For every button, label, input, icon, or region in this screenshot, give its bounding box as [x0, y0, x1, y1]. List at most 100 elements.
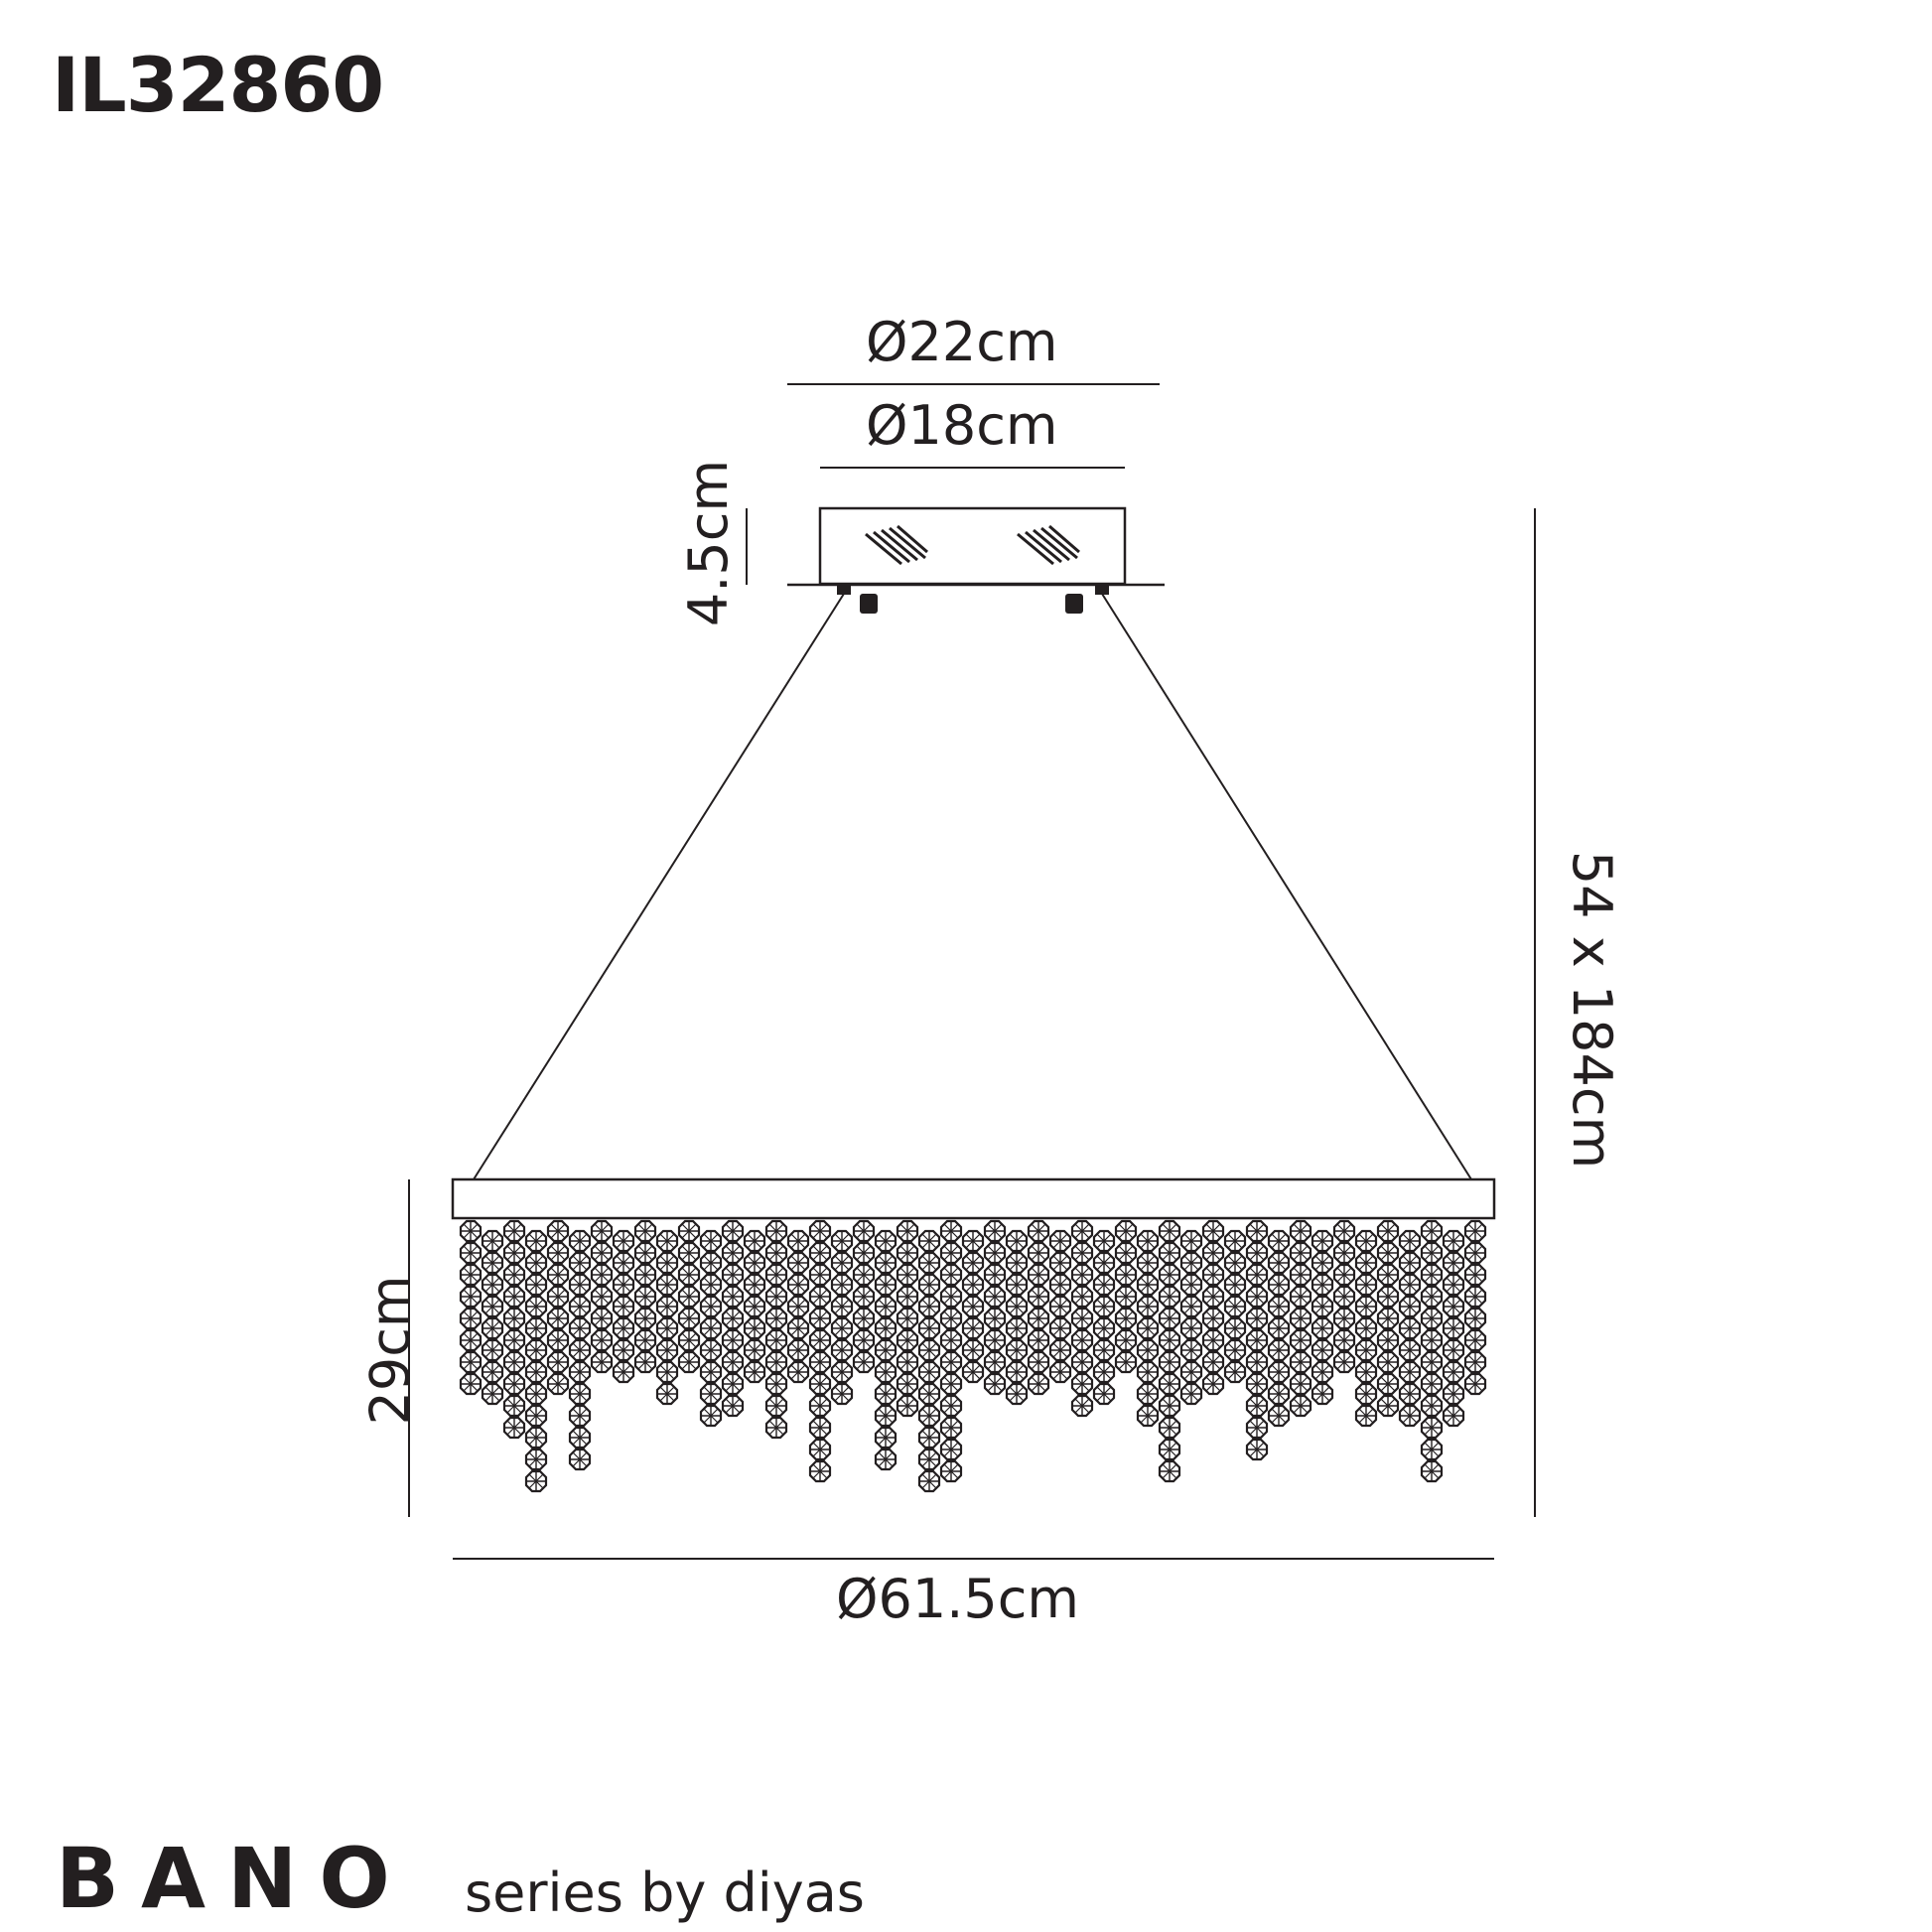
- crystal-bead: [961, 1360, 985, 1384]
- crystal-bead: [786, 1316, 810, 1340]
- crystal-bead: [1398, 1251, 1422, 1275]
- crystal-bead: [1070, 1241, 1094, 1265]
- crystal-bead: [721, 1372, 745, 1396]
- crystal-bead: [1289, 1307, 1312, 1330]
- crystal-bead: [1223, 1251, 1247, 1275]
- crystal-bead: [677, 1307, 701, 1330]
- crystal-bead: [590, 1263, 614, 1287]
- crystal-bead: [1136, 1273, 1160, 1297]
- crystal-bead: [1223, 1338, 1247, 1362]
- crystal-bead: [939, 1350, 963, 1374]
- crystal-bead: [590, 1350, 614, 1374]
- crystal-bead: [721, 1285, 745, 1309]
- crystal-bead: [808, 1372, 832, 1396]
- crystal-bead: [1136, 1360, 1160, 1384]
- crystal-bead: [961, 1273, 985, 1297]
- crystal-bead: [1420, 1394, 1444, 1418]
- crystal-bead: [1114, 1350, 1138, 1374]
- crystal-bead: [961, 1229, 985, 1253]
- crystal-bead: [546, 1350, 570, 1374]
- crystal-bead: [699, 1229, 723, 1253]
- crystal-bead: [1245, 1328, 1269, 1352]
- crystal-bead: [1420, 1285, 1444, 1309]
- crystal-bead: [1201, 1263, 1225, 1287]
- crystal-bead: [699, 1295, 723, 1318]
- crystal-bead: [1070, 1350, 1094, 1374]
- crystal-bead: [1245, 1438, 1269, 1461]
- crystal-bead: [612, 1316, 635, 1340]
- series-name: BANO: [56, 1830, 412, 1927]
- crystal-bead: [896, 1219, 919, 1243]
- crystal-bead: [1354, 1404, 1378, 1428]
- crystal-bead: [896, 1328, 919, 1352]
- crystal-bead: [1136, 1316, 1160, 1340]
- crystal-bead: [961, 1338, 985, 1362]
- crystal-bead: [1332, 1263, 1356, 1287]
- crystal-bead: [1267, 1251, 1291, 1275]
- crystal-bead: [546, 1263, 570, 1287]
- crystal-bead: [677, 1219, 701, 1243]
- crystal-bead: [1376, 1350, 1400, 1374]
- crystal-bead: [917, 1469, 941, 1493]
- crystal-bead: [1289, 1285, 1312, 1309]
- crystal-bead: [1420, 1241, 1444, 1265]
- crystal-bead: [699, 1404, 723, 1428]
- crystal-bead: [1332, 1307, 1356, 1330]
- crystal-bead: [1267, 1229, 1291, 1253]
- crystal-bead: [1223, 1295, 1247, 1318]
- crystal-bead: [1245, 1394, 1269, 1418]
- crystal-bead: [546, 1372, 570, 1396]
- crystal-bead: [1092, 1251, 1116, 1275]
- crystal-bead: [1201, 1307, 1225, 1330]
- crystal-bead: [1092, 1360, 1116, 1384]
- crystal-curtain: [459, 1219, 1487, 1493]
- crystal-bead: [1442, 1229, 1465, 1253]
- crystal-bead: [743, 1316, 766, 1340]
- crystal-bead: [1201, 1350, 1225, 1374]
- crystal-bead: [1420, 1416, 1444, 1440]
- crystal-bead: [1376, 1372, 1400, 1396]
- crystal-bead: [874, 1448, 897, 1471]
- crystal-bead: [1332, 1241, 1356, 1265]
- crystal-bead: [1092, 1316, 1116, 1340]
- canopy-outer-diameter: Ø22cm: [866, 311, 1058, 373]
- crystal-bead: [1376, 1285, 1400, 1309]
- crystal-bead: [1354, 1316, 1378, 1340]
- crystal-bead: [546, 1328, 570, 1352]
- crystal-bead: [1158, 1328, 1181, 1352]
- crystal-bead: [852, 1263, 876, 1287]
- crystal-bead: [1267, 1360, 1291, 1384]
- crystal-bead: [502, 1241, 526, 1265]
- crystal-bead: [1442, 1295, 1465, 1318]
- crystal-bead: [917, 1273, 941, 1297]
- crystal-bead: [1463, 1285, 1487, 1309]
- crystal-bead: [1332, 1285, 1356, 1309]
- crystal-bead: [612, 1360, 635, 1384]
- crystal-bead: [830, 1316, 854, 1340]
- crystal-bead: [1048, 1316, 1072, 1340]
- crystal-bead: [721, 1394, 745, 1418]
- crystal-bead: [983, 1219, 1007, 1243]
- crystal-bead: [502, 1219, 526, 1243]
- crystal-bead: [917, 1295, 941, 1318]
- crystal-bead: [1354, 1382, 1378, 1406]
- crystal-bead: [590, 1328, 614, 1352]
- crystal-bead: [612, 1295, 635, 1318]
- crystal-bead: [1354, 1338, 1378, 1362]
- crystal-bead: [633, 1219, 657, 1243]
- crystal-bead: [1376, 1241, 1400, 1265]
- crystal-bead: [568, 1229, 592, 1253]
- crystal-bead: [633, 1307, 657, 1330]
- crystal-bead: [917, 1338, 941, 1362]
- crystal-bead: [917, 1251, 941, 1275]
- crystal-bead: [568, 1448, 592, 1471]
- crystal-bead: [1442, 1360, 1465, 1384]
- crystal-bead: [983, 1328, 1007, 1352]
- ceiling-canopy: [787, 506, 1165, 614]
- crystal-bead: [1442, 1316, 1465, 1340]
- suspension-wire-left: [473, 593, 845, 1180]
- crystal-bead: [874, 1338, 897, 1362]
- crystal-bead: [1027, 1350, 1050, 1374]
- crystal-bead: [546, 1241, 570, 1265]
- crystal-bead: [852, 1328, 876, 1352]
